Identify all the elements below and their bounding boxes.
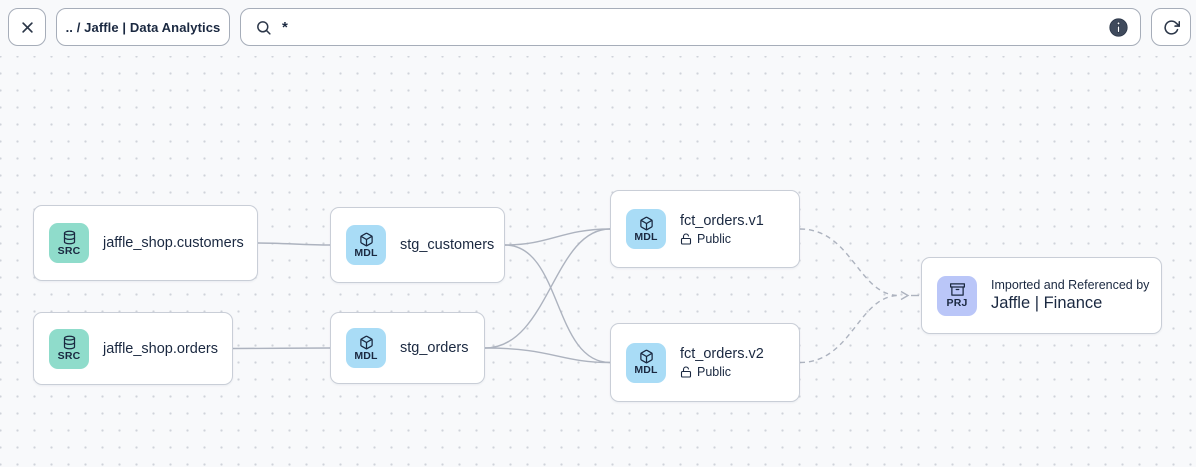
close-icon: [21, 21, 33, 33]
database-icon: [63, 335, 75, 350]
source-badge: SRC: [49, 223, 89, 263]
model-badge: MDL: [346, 225, 386, 265]
search-bar[interactable]: [240, 8, 1141, 46]
node-title: fct_orders.v2: [680, 346, 764, 362]
node-jaffle-shop-customers[interactable]: SRC jaffle_shop.customers: [33, 205, 258, 281]
info-icon[interactable]: [1109, 17, 1128, 37]
model-badge: MDL: [626, 209, 666, 249]
cube-icon: [639, 216, 653, 230]
close-button[interactable]: [8, 8, 46, 46]
access-label: Public: [697, 365, 732, 379]
lineage-toolbar: .. / Jaffle | Data Analytics: [0, 0, 1196, 56]
cube-icon: [359, 335, 373, 349]
node-jaffle-shop-orders[interactable]: SRC jaffle_shop.orders: [33, 312, 233, 385]
node-title: stg_customers: [400, 237, 495, 253]
unlock-icon: [680, 232, 692, 245]
badge-label: SRC: [57, 350, 81, 362]
node-project-jaffle-finance[interactable]: PRJ Imported and Referenced by Jaffle | …: [921, 257, 1162, 334]
project-title: Jaffle | Finance: [991, 294, 1103, 312]
node-fct-orders-v2[interactable]: MDL fct_orders.v2 Public: [610, 323, 800, 402]
node-fct-orders-v1[interactable]: MDL fct_orders.v1 Public: [610, 190, 800, 268]
refresh-button[interactable]: [1151, 8, 1191, 46]
database-icon: [63, 230, 75, 244]
cube-icon: [639, 349, 653, 364]
badge-label: SRC: [57, 244, 81, 257]
breadcrumb[interactable]: .. / Jaffle | Data Analytics: [56, 8, 230, 46]
badge-label: MDL: [634, 364, 658, 376]
unlock-icon: [680, 366, 692, 378]
project-badge: PRJ: [937, 275, 977, 316]
access-badge: Public: [680, 232, 764, 246]
badge-label: PRJ: [946, 297, 968, 309]
source-badge: SRC: [49, 328, 89, 369]
badge-label: MDL: [354, 349, 378, 362]
archive-icon: [949, 283, 965, 296]
model-badge: MDL: [626, 342, 666, 383]
search-icon: [257, 20, 271, 35]
model-badge: MDL: [346, 328, 386, 368]
cube-icon: [359, 232, 373, 246]
node-title: fct_orders.v1: [680, 212, 764, 229]
project-subtitle: Imported and Referenced by: [991, 278, 1150, 292]
access-label: Public: [697, 231, 732, 246]
node-stg-orders[interactable]: MDL stg_orders: [330, 312, 485, 384]
node-title: stg_orders: [400, 340, 469, 356]
node-stg-customers[interactable]: MDL stg_customers: [330, 207, 505, 283]
access-badge: Public: [680, 365, 764, 379]
search-input[interactable]: [282, 18, 1099, 36]
badge-label: MDL: [634, 230, 658, 243]
node-title: jaffle_shop.customers: [103, 235, 244, 251]
refresh-icon: [1163, 19, 1180, 35]
node-title: jaffle_shop.orders: [103, 340, 219, 357]
badge-label: MDL: [354, 246, 378, 259]
